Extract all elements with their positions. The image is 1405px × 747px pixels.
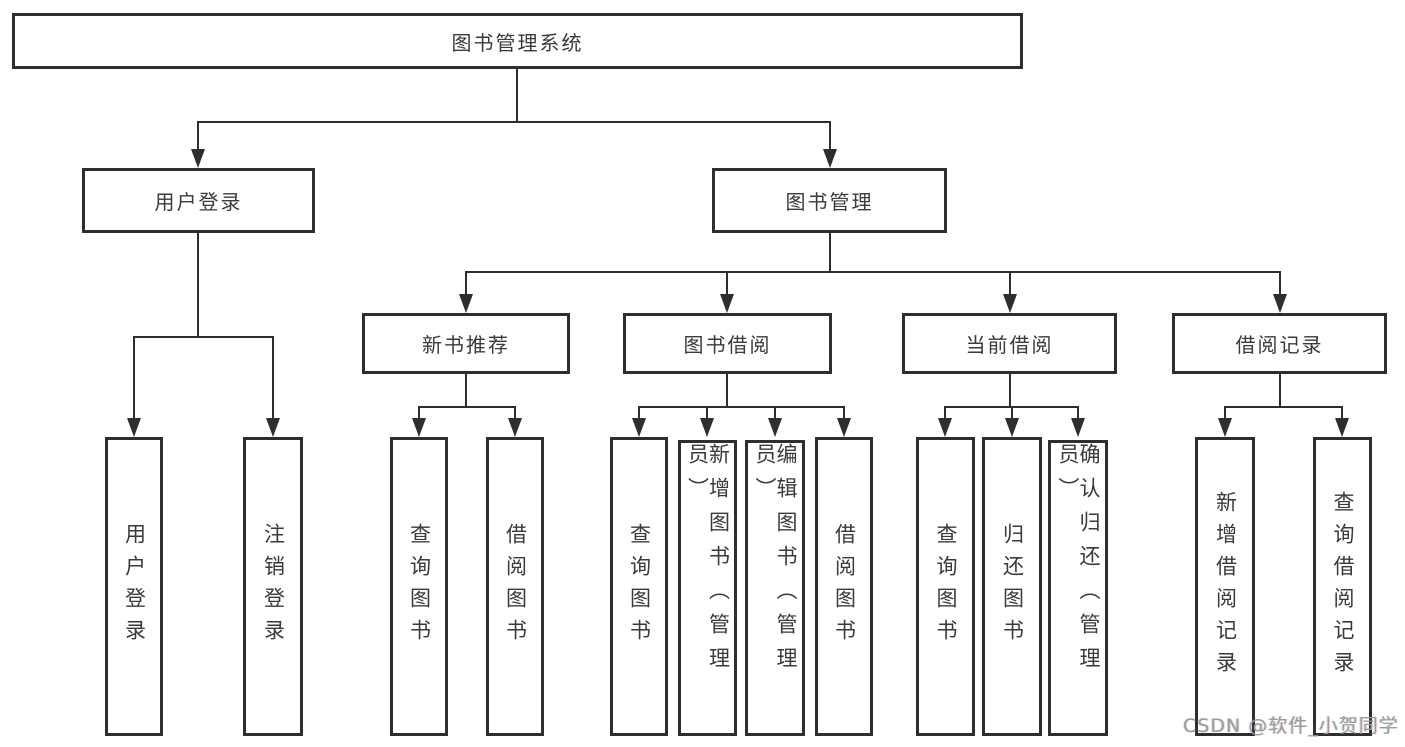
- node-new-book-rec-label: 新书推荐: [422, 333, 510, 357]
- node-borrow-records: 借阅记录: [1172, 313, 1387, 374]
- connector-arrow-cb3-line: [1077, 406, 1079, 419]
- leaf-return-books: 归还图书: [982, 437, 1042, 736]
- leaf-borrow-query-books-label: 查询图书: [627, 522, 652, 651]
- connector-level2-bar: [197, 121, 831, 123]
- node-user-login-label: 用户登录: [154, 190, 243, 214]
- connector-arrow-cb1-line: [944, 406, 946, 419]
- leaf-user-login: 用户登录: [105, 437, 163, 736]
- leaf-confirm-return-admin: 确认归还（管理员）: [1048, 440, 1108, 736]
- arrowhead-br1-icon: [1218, 418, 1232, 437]
- leaf-confirm-return-admin-label: 确认归还（管理员）: [1056, 443, 1101, 681]
- arrowhead-br2-icon: [1335, 418, 1349, 437]
- node-new-book-rec: 新书推荐: [362, 313, 570, 374]
- node-borrow-records-label: 借阅记录: [1235, 333, 1324, 357]
- connector-arrow-ul2-line: [272, 336, 274, 419]
- connector-arrow-records-line: [1279, 271, 1281, 295]
- leaf-query-borrow-record-label: 查询借阅记录: [1331, 490, 1355, 683]
- leaf-borrow-books: 借阅图书: [815, 437, 873, 736]
- arrowhead-borrow-icon: [720, 294, 734, 313]
- connector-root-stub: [516, 69, 518, 121]
- leaf-user-login-label: 用户登录: [122, 522, 147, 651]
- node-book-borrow: 图书借阅: [623, 313, 832, 374]
- connector-level3-bar: [465, 271, 1281, 273]
- arrowhead-nb1-icon: [412, 418, 426, 437]
- node-root-label: 图书管理系统: [451, 30, 584, 55]
- arrowhead-cb2-icon: [1005, 418, 1019, 437]
- connector-arrow-br1-line: [1224, 406, 1226, 419]
- connector-arrow-borrow-line: [726, 271, 728, 295]
- arrowhead-ul2-icon: [266, 418, 280, 437]
- connector-user-login-stub: [197, 233, 199, 338]
- arrowhead-cb1-icon: [938, 418, 952, 437]
- arrowhead-book-mgmt-icon: [823, 149, 837, 168]
- arrowhead-bb1-icon: [632, 418, 646, 437]
- connector-arrow-user-login-line: [197, 121, 199, 150]
- connector-arrow-book-mgmt-line: [829, 121, 831, 150]
- leaf-add-books-admin: 新增图书（管理员）: [678, 440, 737, 736]
- arrowhead-records-icon: [1273, 294, 1287, 313]
- connector-arrow-br2-line: [1341, 406, 1343, 419]
- arrowhead-cb3-icon: [1071, 418, 1085, 437]
- node-book-mgmt: 图书管理: [712, 168, 947, 233]
- arrowhead-bb4-icon: [837, 418, 851, 437]
- connector-borrow-stub: [726, 374, 728, 408]
- node-root: 图书管理系统: [12, 13, 1023, 69]
- leaf-edit-books-admin: 编辑图书（管理员）: [745, 440, 805, 736]
- leaf-query-borrow-record: 查询借阅记录: [1313, 437, 1372, 736]
- leaf-edit-books-admin-label: 编辑图书（管理员）: [753, 443, 798, 681]
- connector-arrow-nb2-line: [514, 406, 516, 419]
- csdn-watermark: CSDN @软件_小贺同学: [1183, 715, 1399, 737]
- connector-book-mgmt-stub: [829, 233, 831, 273]
- leaf-current-query-books-label: 查询图书: [934, 522, 958, 651]
- leaf-return-books-label: 归还图书: [1000, 522, 1025, 651]
- leaf-newrec-query-books: 查询图书: [390, 437, 448, 736]
- connector-arrow-newbook-line: [465, 271, 467, 295]
- connector-newbook-stub: [465, 374, 467, 408]
- arrowhead-bb2-icon: [700, 418, 714, 437]
- connector-arrow-bb4-line: [843, 406, 845, 419]
- arrowhead-user-login-icon: [191, 149, 205, 168]
- connector-arrow-bb3-line: [774, 406, 776, 419]
- connector-records-bar: [1224, 406, 1343, 408]
- arrowhead-current-icon: [1003, 294, 1017, 313]
- leaf-newrec-query-books-label: 查询图书: [407, 522, 432, 651]
- arrowhead-ul1-icon: [127, 418, 141, 437]
- leaf-borrow-books-label: 借阅图书: [832, 522, 857, 651]
- leaf-add-books-admin-label: 新增图书（管理员）: [685, 443, 731, 681]
- leaf-add-borrow-record-label: 新增借阅记录: [1213, 490, 1238, 683]
- leaf-logout-label: 注销登录: [261, 522, 286, 651]
- leaf-add-borrow-record: 新增借阅记录: [1195, 437, 1255, 736]
- node-book-mgmt-label: 图书管理: [785, 190, 874, 214]
- connector-arrow-nb1-line: [418, 406, 420, 419]
- connector-arrow-ul1-line: [133, 336, 135, 419]
- arrowhead-newbook-icon: [459, 294, 473, 313]
- connector-borrow-bar: [638, 406, 845, 408]
- node-user-login: 用户登录: [82, 168, 315, 233]
- connector-records-stub: [1279, 374, 1281, 408]
- arrowhead-bb3-icon: [768, 418, 782, 437]
- connector-arrow-bb1-line: [638, 406, 640, 419]
- node-book-borrow-label: 图书借阅: [683, 333, 772, 357]
- leaf-newrec-borrow-books-label: 借阅图书: [503, 522, 528, 651]
- connector-user-login-bar: [133, 336, 274, 338]
- leaf-newrec-borrow-books: 借阅图书: [486, 437, 544, 736]
- connector-current-stub: [1009, 374, 1011, 408]
- arrowhead-nb2-icon: [508, 418, 522, 437]
- leaf-logout: 注销登录: [243, 437, 303, 736]
- node-current-borrow: 当前借阅: [902, 313, 1117, 374]
- leaf-borrow-query-books: 查询图书: [610, 437, 668, 736]
- connector-newbook-bar: [418, 406, 516, 408]
- connector-arrow-cb2-line: [1011, 406, 1013, 419]
- node-current-borrow-label: 当前借阅: [965, 333, 1054, 357]
- leaf-current-query-books: 查询图书: [916, 437, 975, 736]
- connector-arrow-bb2-line: [706, 406, 708, 419]
- connector-arrow-current-line: [1009, 271, 1011, 295]
